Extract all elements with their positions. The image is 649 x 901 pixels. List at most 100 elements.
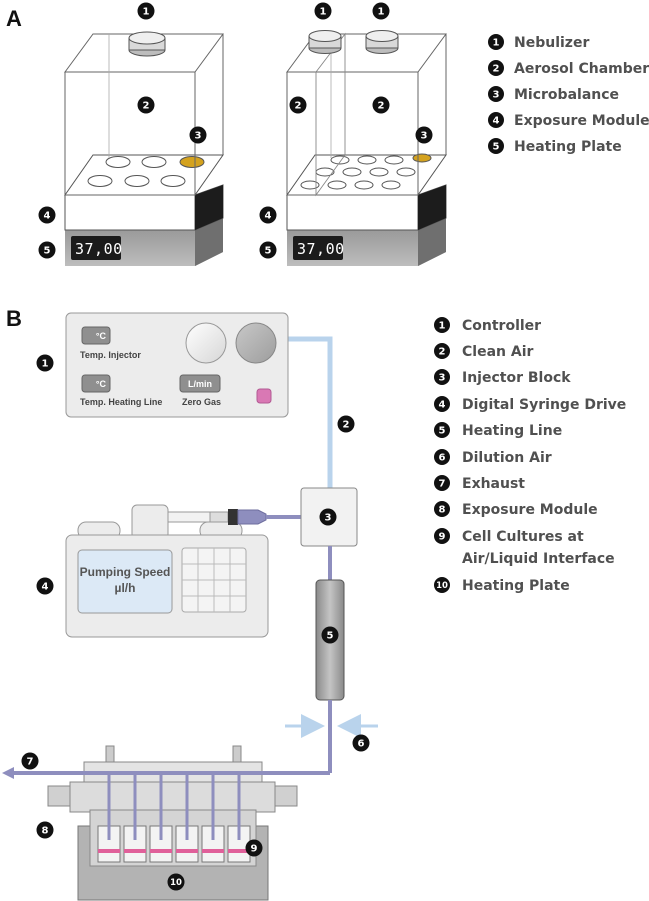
temp-heating-line-unit: °C bbox=[96, 379, 107, 389]
svg-text:Controller: Controller bbox=[462, 318, 541, 334]
temp-injector-label: Temp. Injector bbox=[80, 350, 141, 360]
svg-text:Exposure Module: Exposure Module bbox=[462, 502, 598, 518]
svg-text:7: 7 bbox=[27, 757, 34, 768]
control-knob-right[interactable] bbox=[235, 322, 277, 364]
temperature-display-value: 37,00 bbox=[75, 240, 123, 258]
svg-text:2: 2 bbox=[295, 101, 302, 112]
exhaust-arrow bbox=[2, 767, 14, 779]
svg-text:9: 9 bbox=[439, 532, 446, 543]
svg-text:10: 10 bbox=[436, 581, 448, 591]
svg-text:1: 1 bbox=[439, 321, 446, 332]
svg-text:3: 3 bbox=[195, 131, 202, 142]
svg-text:1: 1 bbox=[320, 7, 327, 18]
svg-text:2: 2 bbox=[378, 101, 385, 112]
controller: °C Temp. Injector °C Temp. Heating Line … bbox=[65, 312, 289, 418]
svg-text:Air/Liquid Interface: Air/Liquid Interface bbox=[462, 551, 615, 567]
svg-text:5: 5 bbox=[265, 246, 272, 257]
panel-b-markers: 1 2 3 4 5 6 7 8 9 10 bbox=[21, 354, 370, 891]
legend-a-item-3: 3 Microbalance bbox=[488, 86, 619, 103]
digital-syringe-drive: Pumping Speed µl/h bbox=[65, 504, 302, 638]
svg-text:9: 9 bbox=[251, 844, 258, 855]
svg-text:Clean Air: Clean Air bbox=[462, 344, 533, 360]
svg-text:8: 8 bbox=[42, 826, 49, 837]
svg-text:5: 5 bbox=[327, 631, 334, 642]
svg-text:2: 2 bbox=[439, 347, 446, 358]
svg-text:3: 3 bbox=[493, 90, 500, 101]
svg-text:1: 1 bbox=[378, 7, 385, 18]
legend-b-item-8: 8 Exposure Module bbox=[434, 501, 598, 518]
svg-text:5: 5 bbox=[493, 142, 500, 153]
zero-gas-unit: L/min bbox=[188, 379, 212, 389]
svg-text:Microbalance: Microbalance bbox=[514, 87, 619, 103]
panel-b-letter: B bbox=[6, 306, 22, 331]
temperature-display-a1 bbox=[71, 236, 121, 260]
pink-indicator bbox=[256, 388, 272, 404]
svg-text:2: 2 bbox=[143, 101, 150, 112]
exposure-module-b bbox=[47, 745, 298, 901]
svg-text:2: 2 bbox=[493, 64, 500, 75]
svg-text:Nebulizer: Nebulizer bbox=[514, 35, 589, 51]
clean-air-line bbox=[288, 336, 333, 488]
svg-text:5: 5 bbox=[439, 426, 446, 437]
svg-text:Heating Plate: Heating Plate bbox=[462, 578, 570, 594]
keypad[interactable] bbox=[181, 547, 247, 613]
svg-text:Digital Syringe Drive: Digital Syringe Drive bbox=[462, 397, 626, 413]
panel-a-legend: 1 Nebulizer 2 Aerosol Chamber 3 Microbalanc… bbox=[488, 34, 649, 155]
temp-heating-line-label: Temp. Heating Line bbox=[80, 397, 162, 407]
pumping-speed-screen bbox=[77, 549, 173, 614]
legend-a-item-2: 2 Aerosol Chamber bbox=[488, 60, 649, 77]
temperature-display-a2 bbox=[293, 236, 343, 260]
svg-text:2: 2 bbox=[343, 420, 350, 431]
svg-text:4: 4 bbox=[44, 211, 51, 222]
temp-heating-line-display bbox=[81, 374, 111, 393]
svg-text:7: 7 bbox=[439, 479, 446, 490]
svg-text:8: 8 bbox=[439, 505, 446, 516]
svg-text:Exposure Module: Exposure Module bbox=[514, 113, 649, 129]
pumping-speed-unit: µl/h bbox=[115, 581, 136, 595]
legend-b-item-6: 6 Dilution Air bbox=[434, 449, 552, 466]
svg-text:4: 4 bbox=[42, 582, 49, 593]
legend-a-item-5: 5 Heating Plate bbox=[488, 138, 622, 155]
control-knob-left[interactable] bbox=[185, 322, 227, 364]
pumping-speed-label: Pumping Speed bbox=[80, 565, 171, 579]
temperature-display-value-2: 37,00 bbox=[297, 240, 345, 258]
svg-text:1: 1 bbox=[143, 7, 150, 18]
microbalance-a2 bbox=[412, 153, 432, 163]
svg-text:Heating Plate: Heating Plate bbox=[514, 139, 622, 155]
svg-text:3: 3 bbox=[325, 513, 332, 524]
svg-text:3: 3 bbox=[421, 131, 428, 142]
svg-text:Injector Block: Injector Block bbox=[462, 370, 571, 386]
zero-gas-label: Zero Gas bbox=[182, 397, 221, 407]
syringe-tip bbox=[237, 509, 267, 525]
microbalance-a1 bbox=[179, 156, 205, 168]
chamber-single: 37,00 bbox=[64, 31, 224, 266]
svg-text:4: 4 bbox=[493, 116, 500, 127]
legend-b-item-10: 10 Heating Plate bbox=[434, 577, 570, 594]
legend-b-item-2: 2 Clean Air bbox=[434, 343, 533, 360]
svg-text:5: 5 bbox=[44, 246, 51, 257]
legend-a-item-4: 4 Exposure Module bbox=[488, 112, 649, 129]
legend-b-item-3: 3 Injector Block bbox=[434, 369, 571, 386]
svg-text:6: 6 bbox=[358, 739, 365, 750]
svg-text:Heating Line: Heating Line bbox=[462, 423, 562, 439]
svg-text:4: 4 bbox=[439, 400, 446, 411]
svg-text:3: 3 bbox=[439, 373, 446, 384]
cell-culture-wells bbox=[97, 825, 251, 863]
svg-text:1: 1 bbox=[493, 38, 500, 49]
panel-a-letter: A bbox=[6, 6, 22, 31]
svg-text:4: 4 bbox=[265, 211, 272, 222]
chamber-dual: 37,00 bbox=[286, 30, 447, 266]
temp-injector-display bbox=[81, 326, 111, 345]
legend-b-item-1: 1 Controller bbox=[434, 317, 541, 334]
svg-text:1: 1 bbox=[42, 359, 49, 370]
temp-injector-unit: °C bbox=[96, 331, 107, 341]
svg-text:6: 6 bbox=[439, 453, 446, 464]
svg-text:Aerosol Chamber: Aerosol Chamber bbox=[514, 61, 649, 77]
panel-b-legend: 1 Controller 2 Clean Air 3 Injector Block 4… bbox=[434, 317, 626, 594]
svg-text:10: 10 bbox=[170, 878, 182, 888]
legend-b-item-4: 4 Digital Syringe Drive bbox=[434, 396, 626, 413]
svg-text:Dilution Air: Dilution Air bbox=[462, 450, 552, 466]
